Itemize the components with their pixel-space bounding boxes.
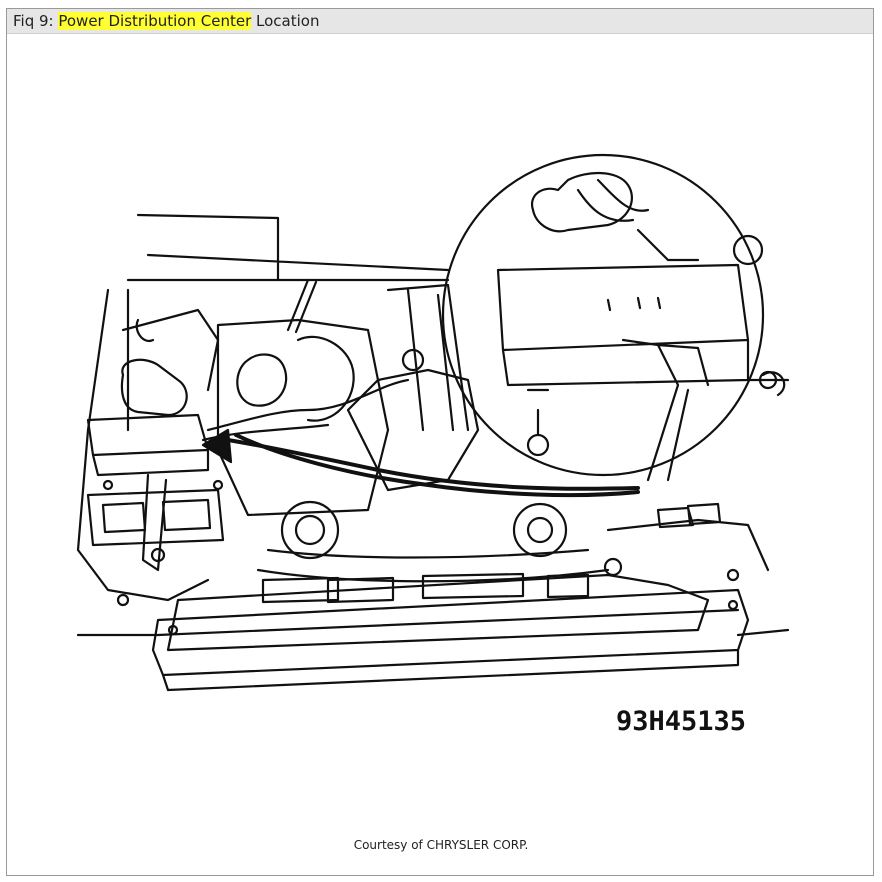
- engine-block: [216, 318, 390, 517]
- brake-booster: [120, 358, 188, 417]
- figure-code: 93H45135: [616, 706, 747, 737]
- figure-frame: Fiq 9: Power Distribution Center Locatio…: [6, 8, 874, 876]
- title-prefix: Fiq 9:: [13, 12, 59, 30]
- figure-title: Fiq 9: Power Distribution Center Locatio…: [7, 9, 873, 34]
- bumper-panel: [151, 588, 750, 692]
- title-suffix: Location: [251, 12, 320, 30]
- figure-credit: Courtesy of CHRYSLER CORP.: [353, 838, 529, 852]
- hoses: [201, 278, 410, 442]
- left-fender: [76, 288, 210, 602]
- pulley-right: [512, 502, 568, 558]
- engine-bay-line-drawing: [76, 153, 790, 692]
- pulley-left: [280, 500, 340, 560]
- firewall-lines: [126, 213, 450, 432]
- left-pdc-box: [86, 413, 210, 477]
- title-highlight: Power Distribution Center: [58, 12, 252, 30]
- magnified-inset: [441, 153, 790, 482]
- radiator-support: [166, 573, 710, 652]
